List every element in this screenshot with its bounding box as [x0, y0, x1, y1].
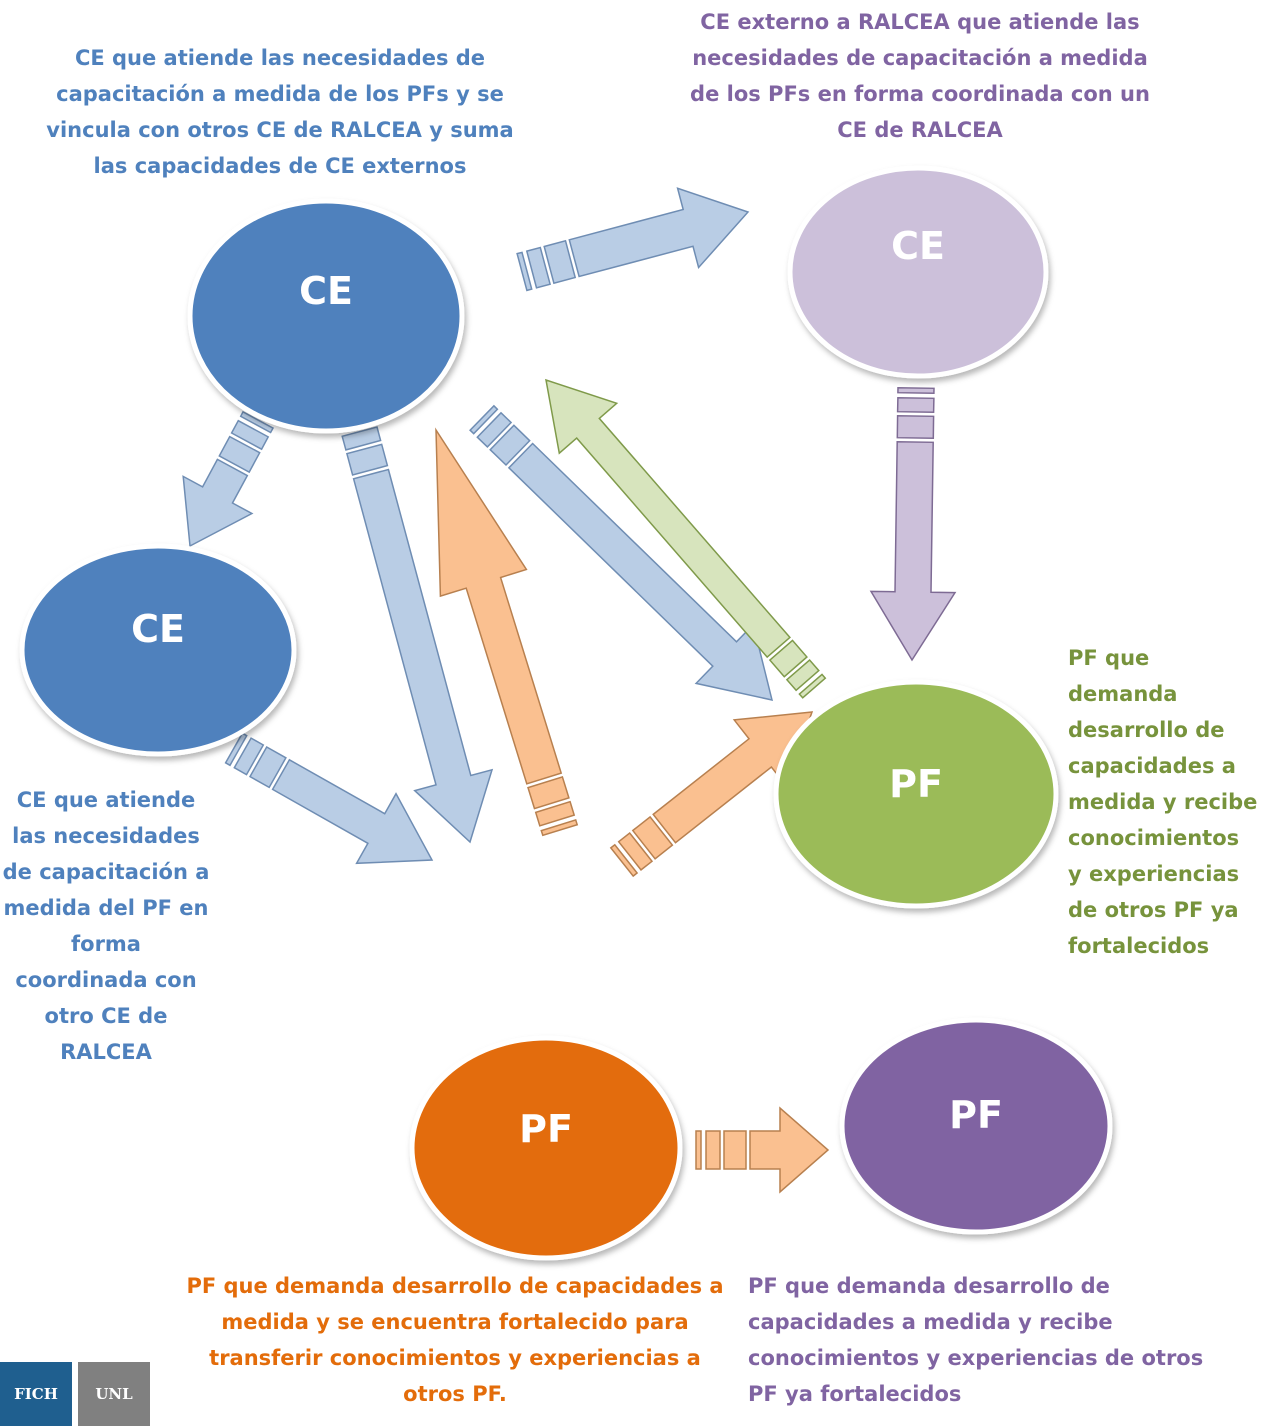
caption-pf-green: PF que demanda desarrollo de capacidades…	[1068, 646, 1258, 958]
arrow-pf-orange-to-pf-green	[609, 711, 814, 878]
caption-ce-main: CE que atiende las necesidades de capaci…	[46, 46, 514, 178]
arrow-pf-green-to-ce-main	[545, 378, 827, 699]
unl-logo: UNL	[78, 1362, 150, 1426]
node-ce-external-label: CE	[891, 224, 945, 268]
arrow-ce-main-to-ce-external	[516, 187, 750, 292]
node-pf-purple-label: PF	[949, 1093, 1003, 1137]
node-ce-external: CE	[787, 165, 1049, 379]
node-pf-green: PF	[773, 679, 1059, 909]
arrow-pf-orange-to-pf-purple	[695, 1106, 830, 1194]
arrow-pf-orange-to-ce-main	[435, 427, 579, 837]
node-pf-orange-label: PF	[519, 1107, 573, 1151]
caption-pf-orange: PF que demanda desarrollo de capacidades…	[186, 1274, 724, 1406]
arrow-ce-main-to-pf-green	[469, 404, 774, 701]
node-ce-left: CE	[19, 543, 297, 757]
arrow-ce-external-to-pf-green	[869, 386, 957, 662]
node-ce-main: CE	[187, 198, 465, 434]
caption-pf-purple: PF que demanda desarrollo de capacidades…	[748, 1274, 1204, 1406]
node-ce-left-label: CE	[131, 607, 185, 651]
arrow-ce-left-to-pf-orange	[224, 732, 434, 865]
logos: FICH UNL	[0, 1362, 160, 1426]
fich-logo: FICH	[0, 1362, 72, 1426]
node-pf-purple: PF	[839, 1017, 1113, 1235]
node-pf-green-label: PF	[889, 762, 943, 806]
node-pf-orange: PF	[409, 1035, 683, 1261]
caption-ce-external: CE externo a RALCEA que atiende las nece…	[690, 10, 1150, 142]
node-ce-main-label: CE	[299, 269, 353, 313]
caption-ce-left: CE que atiende las necesidades de capaci…	[2, 788, 210, 1064]
arrow-ce-main-to-ce-left	[182, 410, 275, 548]
